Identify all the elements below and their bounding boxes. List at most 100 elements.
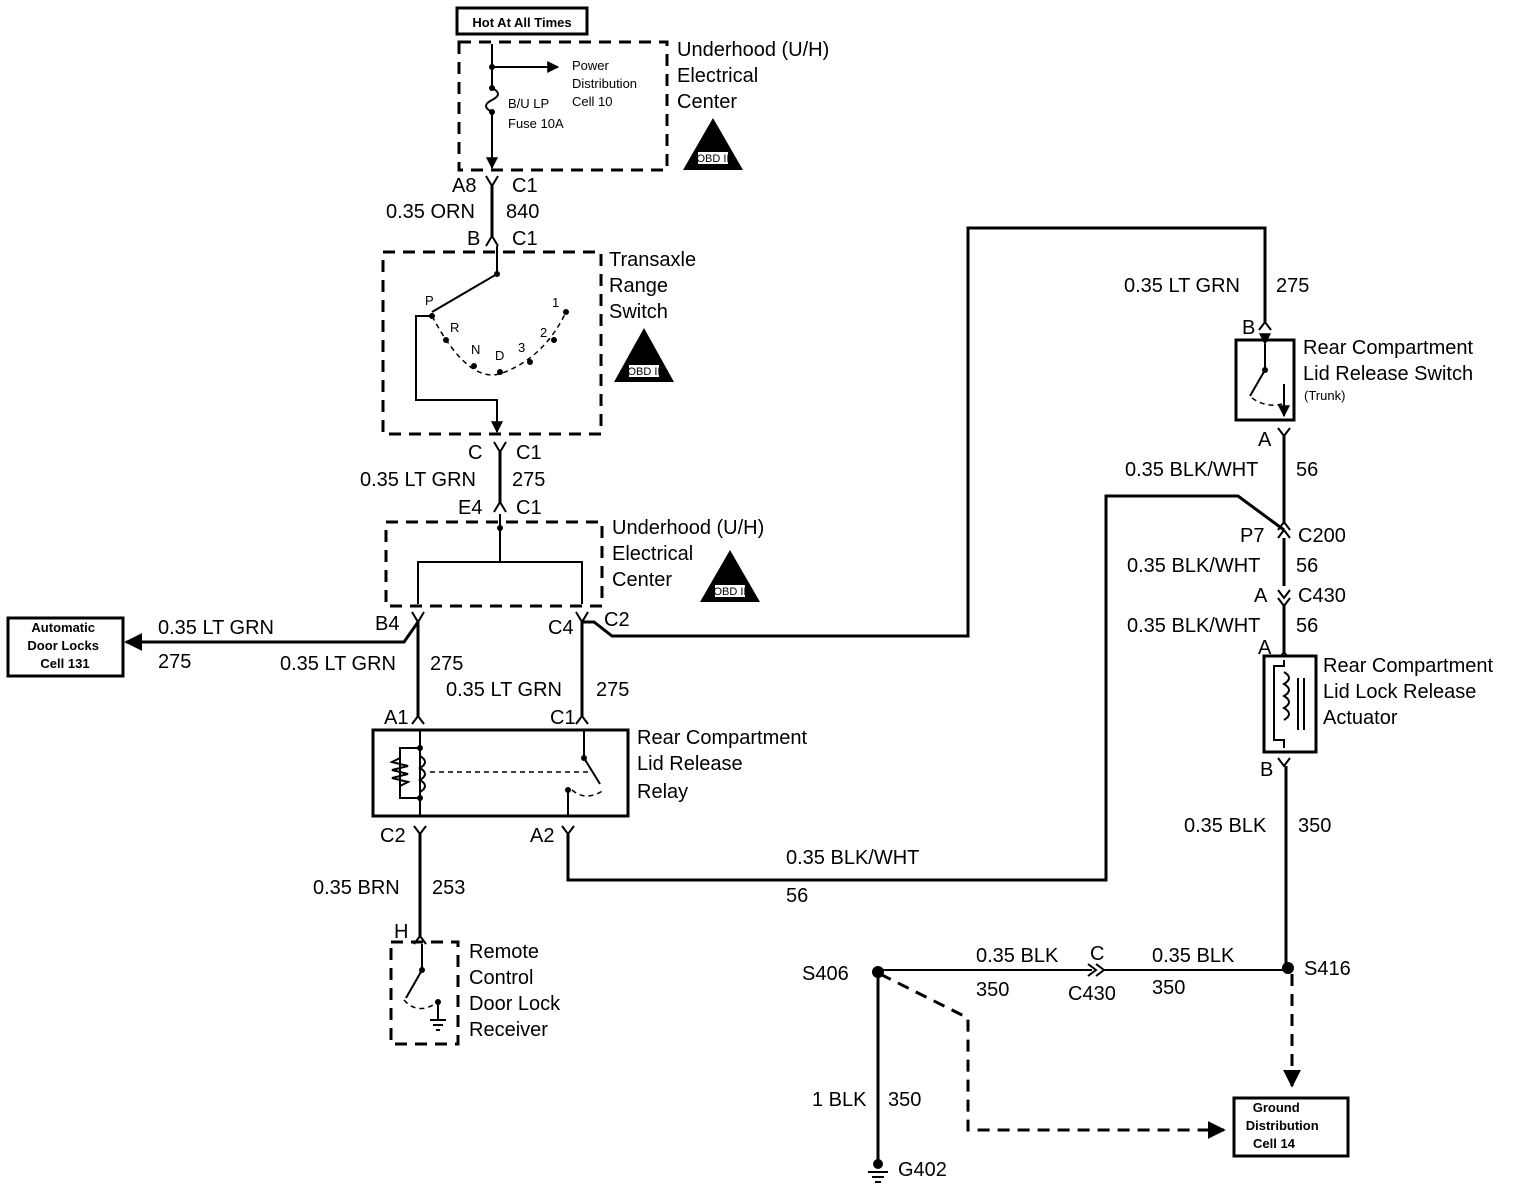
svg-text:C1: C1 (516, 442, 542, 464)
relay-coil-icon (418, 755, 426, 793)
transaxle-switch-internals (415, 246, 569, 434)
wire-to-door-locks (124, 621, 420, 651)
wire-sw-color: 0.35 LT GRN (1124, 275, 1240, 297)
solenoid-coil-icon (1282, 671, 1290, 721)
svg-text:B4: B4 (375, 613, 399, 635)
svg-text:A1: A1 (384, 707, 408, 729)
wire-brn-color: 0.35 BRN (313, 877, 400, 899)
svg-text:C2: C2 (380, 825, 406, 847)
wire-b4-color: 0.35 LT GRN (280, 653, 396, 675)
svg-text:A: A (1258, 429, 1272, 451)
svg-text:A2: A2 (530, 825, 554, 847)
receiver-internals (403, 944, 446, 1031)
fuse-label: B/U LP Fuse 10A (508, 96, 564, 131)
wire-g402-color: 1 BLK (812, 1089, 867, 1111)
uh-center-mid-outline (384, 520, 604, 608)
connector-b-c1: B C1 (467, 228, 538, 250)
svg-text:C200: C200 (1298, 525, 1346, 547)
wire-c4-circuit: 275 (596, 679, 629, 701)
wire-c430-circuit: 56 (1296, 615, 1318, 637)
connector-c2-uh: C2 (604, 609, 630, 631)
uh-center-mid-bus (417, 514, 583, 604)
wire-ltgrn-trs-color: 0.35 LT GRN (360, 469, 476, 491)
svg-text:E4: E4 (458, 497, 482, 519)
actuator-internals (1273, 660, 1305, 748)
receiver-title: Remote Control Door Lock Receiver (469, 941, 566, 1041)
uh-center-title-top: Underhood (U/H) Electrical Center (677, 39, 835, 113)
wire-c430-color: 0.35 BLK/WHT (1127, 615, 1260, 637)
svg-text:C1: C1 (550, 707, 576, 729)
hot-at-all-times-box: Hot At All Times (455, 6, 589, 36)
uh-center-mid-title: Underhood (U/H) Electrical Center (612, 517, 770, 591)
obd-ii-triangle-icon: OBD II (700, 550, 760, 602)
svg-text:C1: C1 (512, 175, 538, 197)
actuator-box (1262, 654, 1318, 754)
actuator-title: Rear Compartment Lid Lock Release Actuat… (1323, 655, 1499, 729)
wire-g402-circuit: 350 (888, 1089, 921, 1111)
connector-e4-c1: E4 C1 (458, 497, 542, 519)
svg-text:C: C (1090, 943, 1104, 965)
svg-text:A: A (1258, 637, 1272, 659)
wire-s406-color: 0.35 BLK (976, 945, 1059, 967)
obd-ii-triangle-icon: OBD II (683, 118, 743, 170)
wire-adl-circuit: 275 (158, 651, 191, 673)
connector-a8-c1: A8 C1 (452, 175, 538, 197)
wire-sw-circuit: 275 (1276, 275, 1309, 297)
receiver-outline (389, 940, 460, 1046)
splice-s406-label: S406 (802, 963, 849, 985)
splice-s416 (1282, 962, 1294, 974)
svg-text:C1: C1 (512, 228, 538, 250)
relay-resistor-icon (389, 757, 411, 787)
svg-text:C1: C1 (516, 497, 542, 519)
wire-a2-circuit: 56 (786, 885, 808, 907)
connector-c430-inline: C C430 (1068, 943, 1116, 1005)
svg-text:C430: C430 (1298, 585, 1346, 607)
power-distribution-ref: Power Distribution Cell 10 (572, 58, 641, 109)
wire-ltgrn-trs-circuit: 275 (512, 469, 545, 491)
wire-c200-circuit: 56 (1296, 555, 1318, 577)
wire-brn-circuit: 253 (432, 877, 465, 899)
svg-text:P7: P7 (1240, 525, 1264, 547)
trunk-note: (Trunk) (1304, 388, 1345, 403)
wire-act-b-circuit: 350 (1298, 815, 1331, 837)
wire-blkwht-56-a2 (566, 494, 1285, 882)
wire-adl-color: 0.35 LT GRN (158, 617, 274, 639)
ground-distribution-box: Ground Distribution Cell 14 (1232, 1096, 1350, 1158)
fuse-symbol (485, 87, 499, 113)
svg-text:OBD II: OBD II (696, 153, 729, 165)
wire-s406-circuit: 350 (976, 979, 1009, 1001)
wire-orn-circuit: 840 (506, 201, 539, 223)
obd-ii-triangle-icon: OBD II (614, 328, 674, 382)
connector-a-c430: A C430 (1254, 585, 1346, 608)
svg-text:B: B (467, 228, 480, 250)
connector-b-actuator: B (1260, 757, 1291, 781)
wire-s416-circuit: 350 (1152, 977, 1185, 999)
wire-b4-circuit: 275 (430, 653, 463, 675)
wire-orn-color: 0.35 ORN (386, 201, 475, 223)
transaxle-switch-outline (381, 250, 603, 436)
connector-c1-relay: C1 (550, 707, 589, 729)
svg-text:C4: C4 (548, 617, 574, 639)
gear-labels: P R N D 3 2 1 (425, 293, 559, 363)
hot-at-all-times-label: Hot At All Times (472, 15, 571, 30)
svg-text:OBD II: OBD II (713, 586, 746, 598)
automatic-door-locks-box: Automatic Door Locks Cell 131 (6, 616, 125, 678)
ground-icon (430, 1019, 446, 1031)
relay-title: Rear Compartment Lid Release Relay (637, 727, 813, 803)
connector-a1: A1 (384, 707, 425, 729)
wire-sw-a-circuit: 56 (1296, 459, 1318, 481)
svg-text:B: B (1260, 759, 1273, 781)
svg-text:Ground Distribution: Ground Distribution Cell 14 (1246, 1100, 1323, 1151)
svg-text:A: A (1254, 585, 1268, 607)
connector-b-switch: B (1242, 317, 1272, 339)
lid-release-relay-box (371, 728, 630, 818)
connector-c-c1: C C1 (468, 441, 542, 464)
wire-act-b-color: 0.35 BLK (1184, 815, 1267, 837)
trunk-switch-internals (1249, 333, 1290, 418)
ground-g402-icon (868, 1159, 888, 1183)
transaxle-switch-title: Transaxle Range Switch (609, 249, 702, 323)
ground-g402-label: G402 (898, 1159, 947, 1181)
wire-a2-color: 0.35 BLK/WHT (786, 847, 919, 869)
svg-text:Automatic Door Locks: Automatic Door Locks Cell 131 (27, 620, 102, 671)
